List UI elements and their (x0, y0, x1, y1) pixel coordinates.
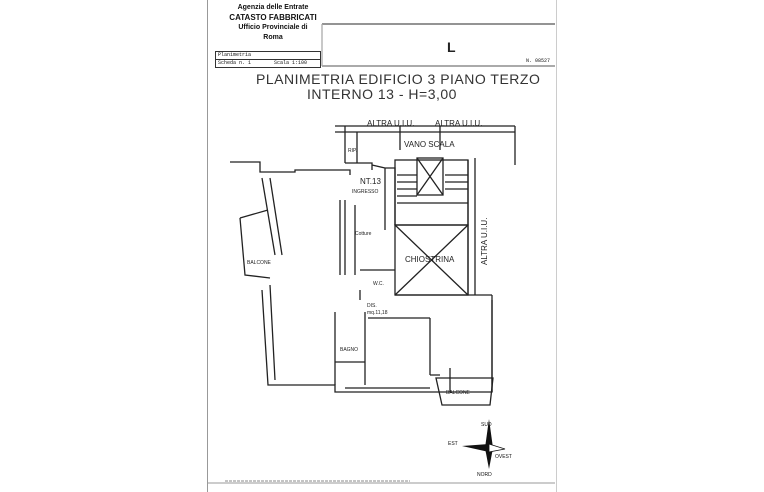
label-chiostrina: CHIOSTRINA (405, 255, 455, 264)
label-altra-uiu-1: ALTRA U.I.U. (367, 119, 414, 128)
label-bagno: BAGNO (340, 347, 358, 353)
label-interno-number: NT.13 (360, 177, 381, 186)
office-name: Ufficio Provinciale di (238, 24, 308, 31)
protocol-number: N. 08527 (526, 58, 551, 64)
compass-north: NORD (477, 472, 492, 478)
label-wc: W.C. (373, 281, 384, 287)
plan-subtitle: INTERNO 13 - H=3,00 (307, 86, 457, 102)
label-vano-scala: VANO SCALA (404, 140, 455, 149)
department-name: CATASTO FABBRICATI (229, 13, 317, 22)
label-altra-uiu-2: ALTRA U.I.U. (435, 119, 482, 128)
label-cotture: Cotture (355, 231, 372, 237)
city-name: Roma (263, 34, 283, 41)
agency-name: Agenzia delle Entrate (237, 4, 309, 11)
sheet-number: Scheda n. 1 (218, 60, 252, 66)
label-dis: DIS. (367, 303, 377, 309)
svg-text:L: L (447, 39, 456, 55)
plan-title: PLANIMETRIA EDIFICIO 3 PIANO TERZO (256, 71, 541, 87)
compass-east: EST (448, 441, 458, 447)
cadastral-sheet: Agenzia delle Entrate CATASTO FABBRICATI… (207, 0, 557, 492)
sheet-scale: Scala 1:100 (274, 60, 308, 66)
label-ingresso: INGRESSO (352, 189, 379, 195)
label-dis-area: mq.11,18 (367, 310, 388, 316)
sheet-type: Planimetria (218, 52, 252, 58)
compass-rose-icon: SUD EST OVEST NORD (448, 419, 512, 478)
compass-west: OVEST (495, 454, 512, 460)
label-balcone-left: BALCONE (247, 260, 272, 266)
label-balcone-bottom: BALCONE (446, 390, 471, 396)
compass-south: SUD (481, 422, 492, 428)
label-rip: RIP. (348, 148, 357, 154)
sheet-info-box: Planimetria Scheda n. 1 Scala 1:100 (215, 51, 321, 68)
label-altra-uiu-right: ALTRA U.I.U. (480, 218, 489, 265)
